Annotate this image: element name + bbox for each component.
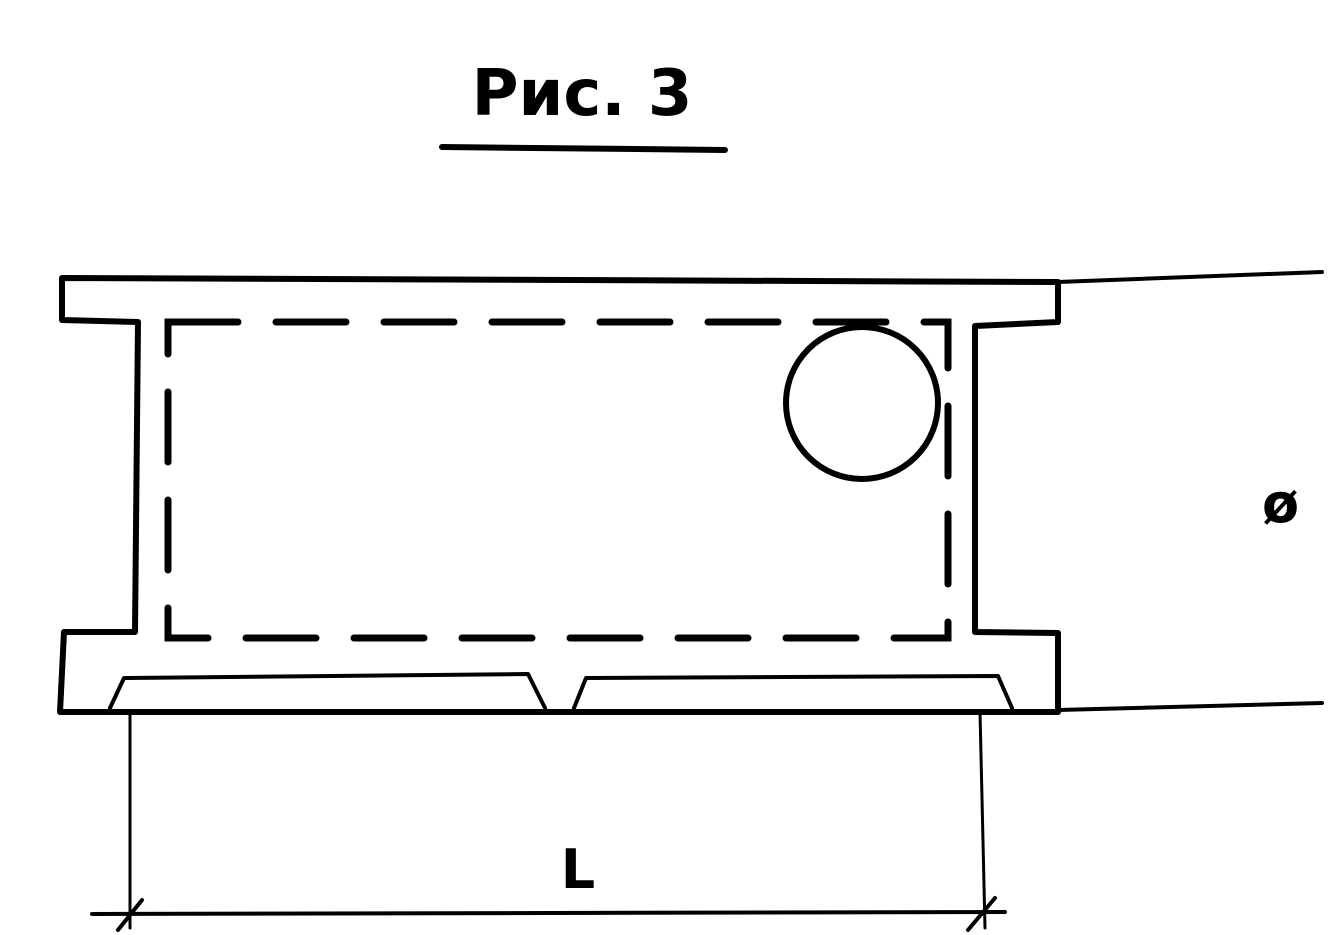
pipe-circle — [783, 324, 941, 482]
dimension-label: L — [561, 838, 595, 901]
right-bottom-plate — [572, 674, 1014, 710]
bottom-extension-line — [1056, 701, 1324, 712]
figure-title: Рис. 3 — [472, 57, 693, 131]
inner-hidden-contour — [164, 318, 952, 642]
title-underline — [439, 144, 728, 153]
top-extension-line — [1056, 270, 1324, 284]
dimension-tick-left — [116, 898, 144, 932]
beam-section-outline — [57, 275, 1061, 715]
dimension-extension-right — [978, 710, 987, 930]
left-bottom-plate — [108, 672, 547, 710]
side-label: ø — [1262, 472, 1299, 535]
dimension-tick-right — [966, 896, 997, 932]
dimension-line — [90, 910, 1007, 916]
